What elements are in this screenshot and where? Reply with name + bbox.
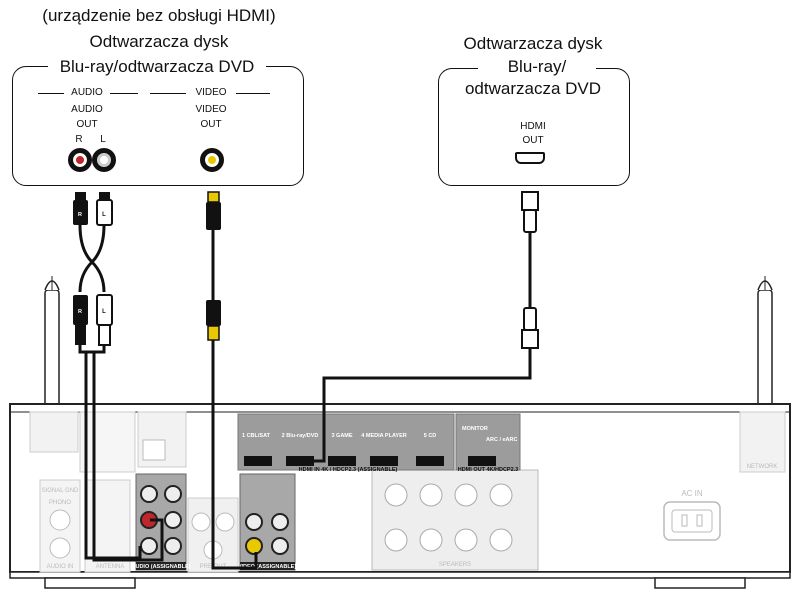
left-device-title-line1: Odtwarzacza dysk bbox=[89, 32, 229, 51]
hdmi-plugs bbox=[521, 191, 539, 349]
audio-in-jacks bbox=[140, 485, 182, 555]
audio-out-l-jack bbox=[92, 148, 116, 172]
hdmi-port-2: 2 Blu-ray/DVD bbox=[282, 433, 319, 439]
video-in-jacks bbox=[245, 513, 289, 555]
right-device-title-line1: Odtwarzacza dysk bbox=[463, 34, 603, 53]
hdmi-port-5: 5 CD bbox=[424, 433, 437, 439]
phono-label: PHONO bbox=[49, 500, 71, 506]
hdmi-label1: HDMI bbox=[520, 121, 546, 132]
hdmi-port-1: 1 CBL/SAT bbox=[242, 433, 271, 439]
hdmi-port-4: 4 MEDIA PLAYER bbox=[361, 433, 406, 439]
left-device-box bbox=[12, 66, 304, 186]
hdmi-out-label: HDMI OUT 4K/HDCP2.3 bbox=[458, 467, 519, 473]
cables bbox=[78, 224, 532, 570]
video-label2: OUT bbox=[200, 119, 222, 130]
video-header: VIDEO bbox=[186, 86, 236, 99]
monitor-sub: ARC / eARC bbox=[486, 437, 518, 443]
hdmi-port-3: 3 GAME bbox=[331, 433, 352, 439]
channel-r-label: R bbox=[75, 134, 83, 145]
right-device-title-line2: Blu-ray/ bbox=[478, 56, 596, 77]
audio-out-r-jack bbox=[68, 148, 92, 172]
right-antenna-icon bbox=[757, 276, 773, 411]
audio-assignable-label: AUDIO (ASSIGNABLE) bbox=[132, 564, 191, 570]
ac-inlet-icon bbox=[663, 501, 721, 541]
hdmi-out-port-icon bbox=[515, 152, 545, 164]
ac-in-label: AC IN bbox=[681, 489, 703, 498]
left-device-title-line2: Blu-ray/odtwarzacza DVD bbox=[48, 56, 266, 77]
rca-plugs-top: R L bbox=[73, 192, 113, 226]
plug-l-top: L bbox=[102, 212, 106, 218]
hdmi-label2: OUT bbox=[522, 135, 544, 146]
right-device-title-line3: odtwarzacza DVD bbox=[464, 79, 602, 98]
receiver-rear-panel: NETWORK SPEAKERS AC IN 1 CB bbox=[9, 403, 791, 589]
plug-r-bottom: R bbox=[78, 309, 82, 315]
plug-r-top: R bbox=[78, 212, 82, 218]
audio-label2: OUT bbox=[76, 119, 98, 130]
right-device-box bbox=[438, 68, 630, 186]
network-label: NETWORK bbox=[747, 464, 778, 470]
rca-plugs-bottom: R L bbox=[73, 294, 113, 346]
audio-label1: AUDIO bbox=[71, 104, 103, 115]
video-label1: VIDEO bbox=[195, 104, 227, 115]
hdmi-in-label: HDMI IN 4K / HDCP2.3 (ASSIGNABLE) bbox=[299, 467, 398, 473]
audio-header: AUDIO bbox=[64, 86, 110, 99]
monitor-label: MONITOR bbox=[462, 426, 488, 432]
video-out-jack bbox=[200, 148, 224, 172]
speakers-label: SPEAKERS bbox=[439, 562, 471, 568]
left-device-note: (urządzenie bez obsługi HDMI) bbox=[42, 6, 276, 25]
audio-in-label: AUDIO IN bbox=[47, 564, 74, 570]
left-antenna-icon bbox=[44, 276, 60, 411]
video-plugs bbox=[206, 191, 221, 341]
signal-gnd-label: SIGNAL GND bbox=[42, 488, 79, 494]
plug-l-bottom: L bbox=[102, 309, 106, 315]
channel-l-label: L bbox=[100, 134, 106, 145]
video-assignable-label: VIDEO (ASSIGNABLE) bbox=[238, 564, 297, 570]
antenna-label: ANTENNA bbox=[96, 564, 125, 570]
